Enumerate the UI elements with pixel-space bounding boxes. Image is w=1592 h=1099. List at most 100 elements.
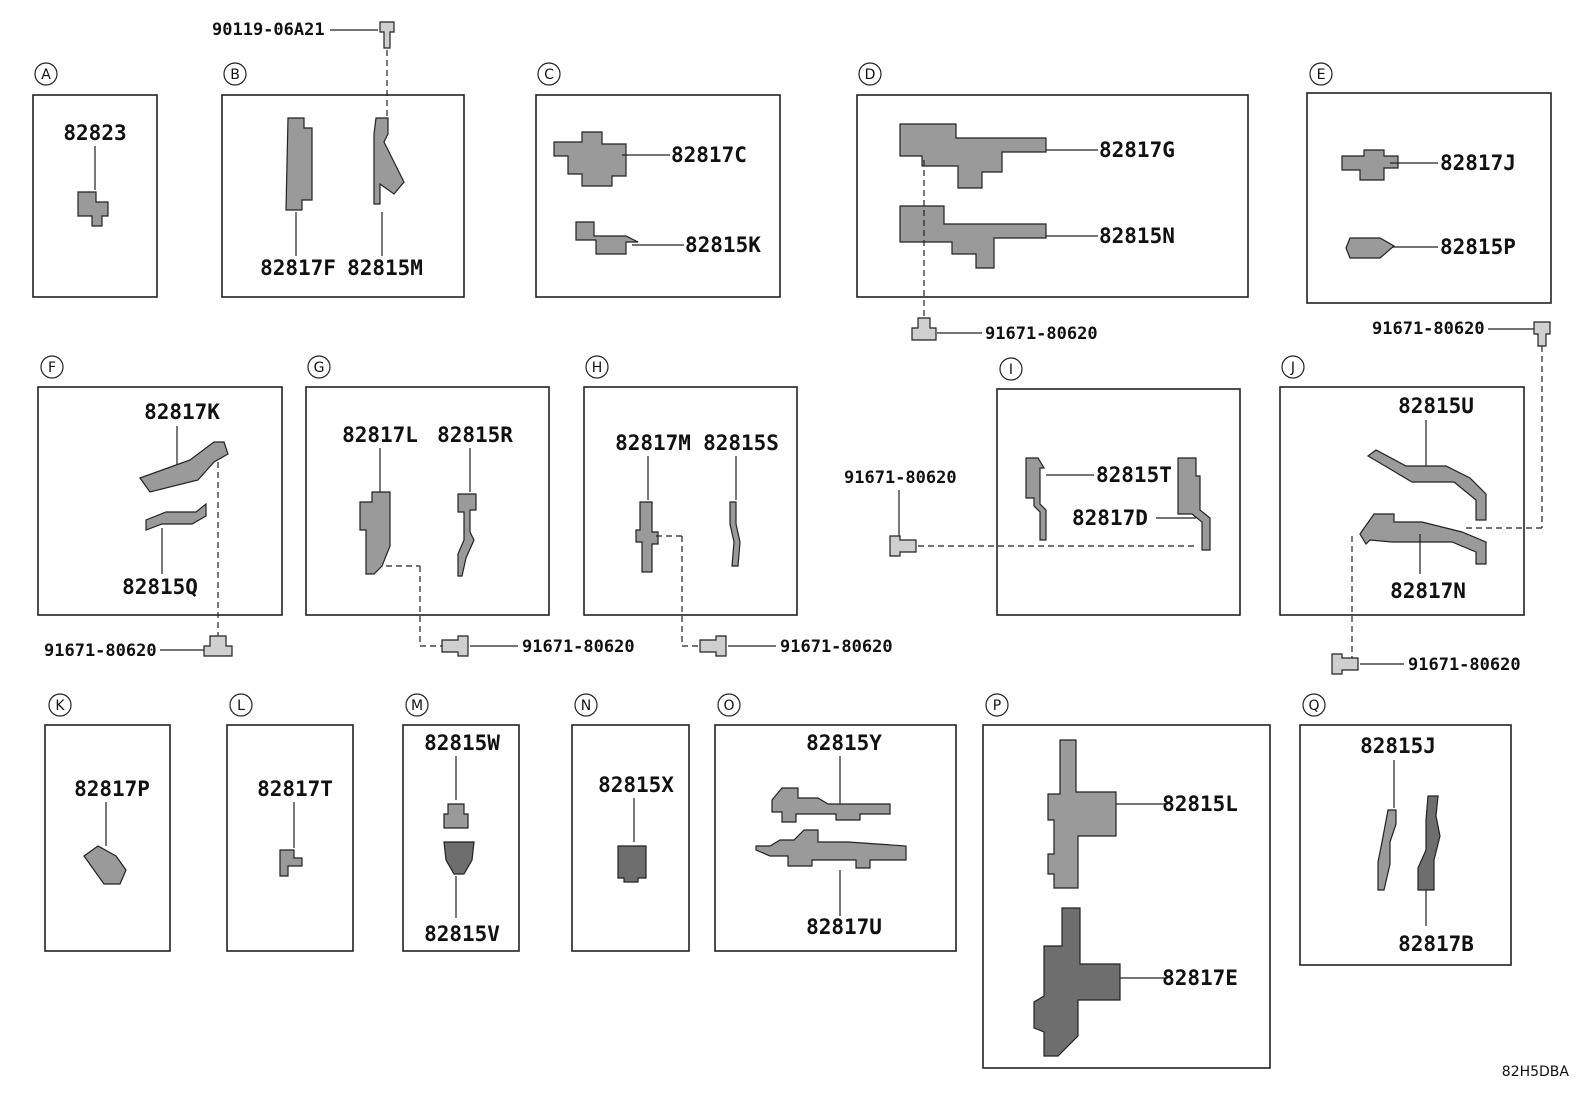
fastener-j-top: 91671-80620: [1372, 319, 1551, 529]
part-label: 82815Q: [122, 575, 198, 599]
part-82815t-shape: [1025, 457, 1047, 541]
part-82815s-shape: [729, 501, 741, 567]
panel-j-letter: J: [1290, 360, 1295, 376]
panel-d: D 82817G 82815N 91671-80620: [856, 62, 1249, 344]
part-label: 82815S: [703, 431, 779, 455]
part-label: 82815L: [1162, 792, 1238, 816]
part-label: 82817M: [615, 431, 691, 455]
part-label: 82815N: [1099, 224, 1175, 248]
panel-m-letter: M: [411, 698, 423, 714]
part-82817g-shape: [899, 123, 1047, 189]
part-label: 82817T: [257, 777, 333, 801]
part-82823-shape: [77, 191, 109, 227]
bolt-icon: [699, 635, 727, 657]
part-label: 82815T: [1096, 463, 1172, 487]
fastener-label: 91671-80620: [985, 324, 1098, 344]
panel-c-frame: [535, 94, 781, 298]
panel-i-frame: [996, 388, 1241, 616]
panel-j-frame: [1279, 386, 1525, 616]
panel-m-marker: [405, 693, 429, 717]
panel-a-marker: [34, 62, 58, 86]
part-label: 82817E: [1162, 966, 1238, 990]
panel-e-marker: [1309, 62, 1333, 86]
part-82815m-shape: [373, 117, 405, 205]
panel-g-frame: [305, 386, 550, 616]
panel-f: F 82817K 82815Q 91671-80620: [37, 355, 283, 661]
part-label: 82815U: [1398, 394, 1474, 418]
panel-h: H 82817M 82815S 91671-80620: [583, 355, 893, 657]
panel-g-marker: [307, 355, 331, 379]
part-82817d-shape: [1177, 457, 1211, 551]
panel-a: A 82823: [32, 62, 158, 298]
panel-d-marker: [858, 62, 882, 86]
panel-c-marker: [537, 62, 561, 86]
fastener-label: 91671-80620: [780, 637, 893, 657]
fastener-label: 91671-80620: [1408, 655, 1521, 675]
panel-e: E 82817J 82815P: [1306, 62, 1552, 304]
panel-p-frame: [982, 724, 1271, 1069]
panel-g-letter: G: [314, 360, 325, 376]
part-label: 82815W: [424, 731, 500, 755]
part-82817k-shape: [139, 441, 229, 493]
panel-o-letter: O: [723, 698, 734, 714]
part-82817f-shape: [285, 117, 313, 211]
part-82817b-shape: [1417, 795, 1441, 891]
part-82817j-shape: [1341, 149, 1399, 181]
panel-p-marker: [985, 693, 1009, 717]
part-82817m-shape: [635, 501, 659, 573]
part-82817u-shape: [755, 829, 907, 869]
part-82815x-shape: [617, 845, 647, 883]
panel-b: B 82817F 82815M: [221, 62, 465, 298]
fastener-label: 91671-80620: [844, 468, 957, 488]
panel-n-marker: [574, 693, 598, 717]
bolt-icon: [911, 317, 937, 341]
part-82815p-shape: [1345, 237, 1396, 259]
panel-o-marker: [717, 693, 741, 717]
panel-q-letter: Q: [1308, 698, 1319, 714]
part-label: 82815P: [1440, 235, 1516, 259]
panel-c-letter: C: [544, 67, 554, 83]
panel-i-marker: [999, 357, 1023, 381]
part-label: 82817C: [671, 143, 747, 167]
panel-e-letter: E: [1317, 67, 1326, 83]
panel-i: I 82815T 82817D: [996, 357, 1241, 616]
panel-o-frame: [714, 724, 957, 952]
part-label: 82815K: [685, 233, 761, 257]
part-82815l-shape: [1047, 739, 1117, 889]
part-82815j-shape: [1377, 809, 1397, 891]
part-label: 82817F: [260, 256, 336, 280]
panel-m: M 82815W 82815V: [402, 693, 520, 952]
panel-m-frame: [402, 724, 520, 952]
panel-k-marker: [48, 693, 72, 717]
panel-l-letter: L: [237, 698, 245, 714]
bolt-icon: [441, 635, 469, 657]
part-82817n-shape: [1359, 513, 1487, 565]
part-label: 82823: [63, 121, 126, 145]
panel-a-frame: [32, 94, 158, 298]
panel-k-letter: K: [55, 698, 65, 714]
part-82815k-shape: [575, 221, 639, 255]
part-label: 82817L: [342, 423, 418, 447]
part-82817c-shape: [553, 131, 627, 187]
panel-l-marker: [229, 693, 253, 717]
fastener-label: 91671-80620: [44, 641, 157, 661]
panel-j-marker: [1281, 355, 1305, 379]
part-82817e-shape: [1033, 907, 1121, 1057]
part-label: 82817B: [1398, 932, 1474, 956]
fastener-label: 91671-80620: [522, 637, 635, 657]
panel-f-frame: [37, 386, 283, 616]
part-82815q-shape: [145, 502, 207, 531]
panel-q: Q 82815J 82817B: [1299, 693, 1512, 966]
part-label: 82817G: [1099, 138, 1175, 162]
bolt-icon: [203, 635, 233, 657]
bolt-icon: [1533, 321, 1551, 347]
panel-k-frame: [44, 724, 171, 952]
panel-h-frame: [583, 386, 798, 616]
part-82815y-shape: [771, 787, 891, 823]
part-label: 82817P: [74, 777, 150, 801]
diagram-code: 82H5DBA: [1502, 1064, 1570, 1080]
panel-h-marker: [585, 355, 609, 379]
part-label: 82815V: [424, 922, 500, 946]
panel-l: L 82817T: [226, 693, 354, 952]
